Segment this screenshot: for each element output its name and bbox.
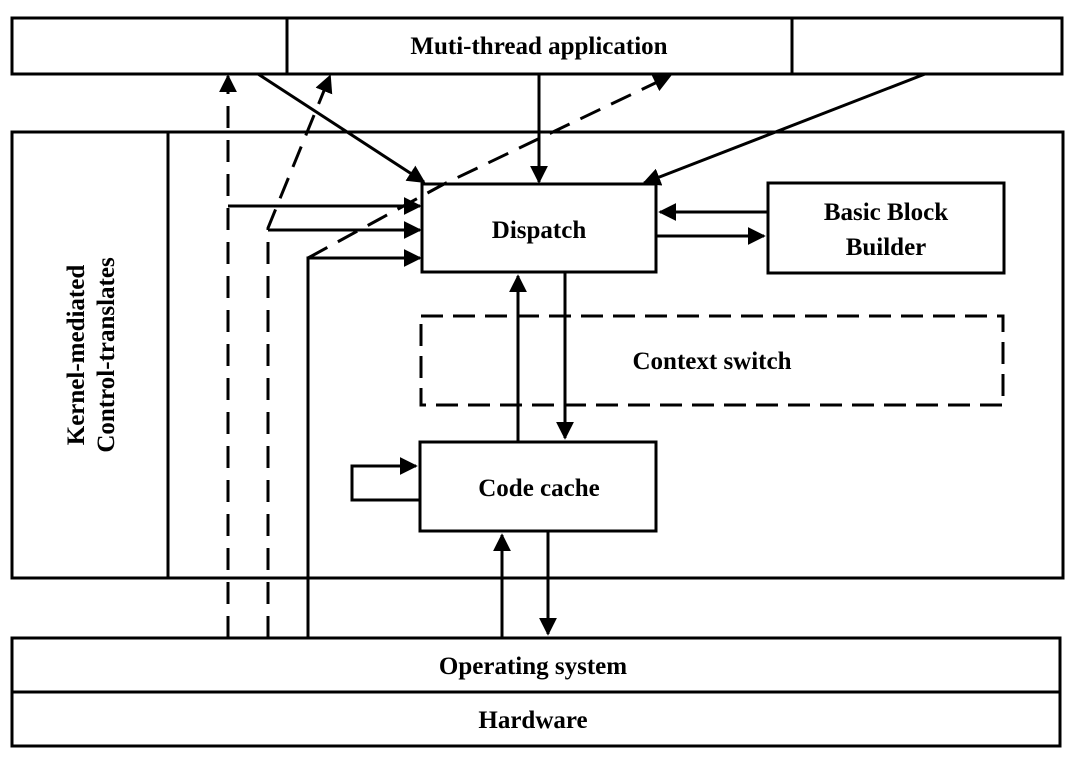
arrows — [219, 72, 926, 638]
svg-text:Basic Block: Basic Block — [824, 199, 948, 226]
arrow-app-left-to-dispatch — [257, 72, 426, 184]
context-switch-label: Context switch — [632, 348, 791, 375]
basic-block-builder-box: Basic Block Builder — [766, 181, 1006, 275]
kernel-panel-label: Kernel-mediated Control-translates — [63, 257, 120, 453]
os-label: Operating system — [439, 653, 627, 680]
code-cache-label: Code cache — [478, 475, 600, 502]
code-cache-box: Code cache — [418, 440, 658, 533]
svg-text:Control-translates: Control-translates — [93, 257, 120, 453]
svg-text:Kernel-mediated: Kernel-mediated — [63, 265, 90, 446]
os-layer: Operating system — [10, 636, 1062, 694]
dispatch-box: Dispatch — [420, 182, 658, 274]
arrow-os-to-dispatch-3 — [306, 249, 422, 638]
arrow-cache-self-loop — [350, 457, 420, 502]
arrow-dashed-dispatch-up — [307, 74, 672, 260]
hardware-layer: Hardware — [10, 690, 1062, 748]
dispatch-label: Dispatch — [492, 217, 587, 244]
svg-text:Builder: Builder — [846, 234, 927, 261]
context-switch-box: Context switch — [419, 314, 1005, 407]
app-bar: Muti-thread application — [10, 16, 1064, 76]
app-label: Muti-thread application — [410, 33, 667, 60]
arrow-app-right-to-dispatch — [642, 72, 926, 186]
arrow-dashed-mid-up — [266, 74, 333, 638]
hardware-label: Hardware — [478, 707, 587, 734]
